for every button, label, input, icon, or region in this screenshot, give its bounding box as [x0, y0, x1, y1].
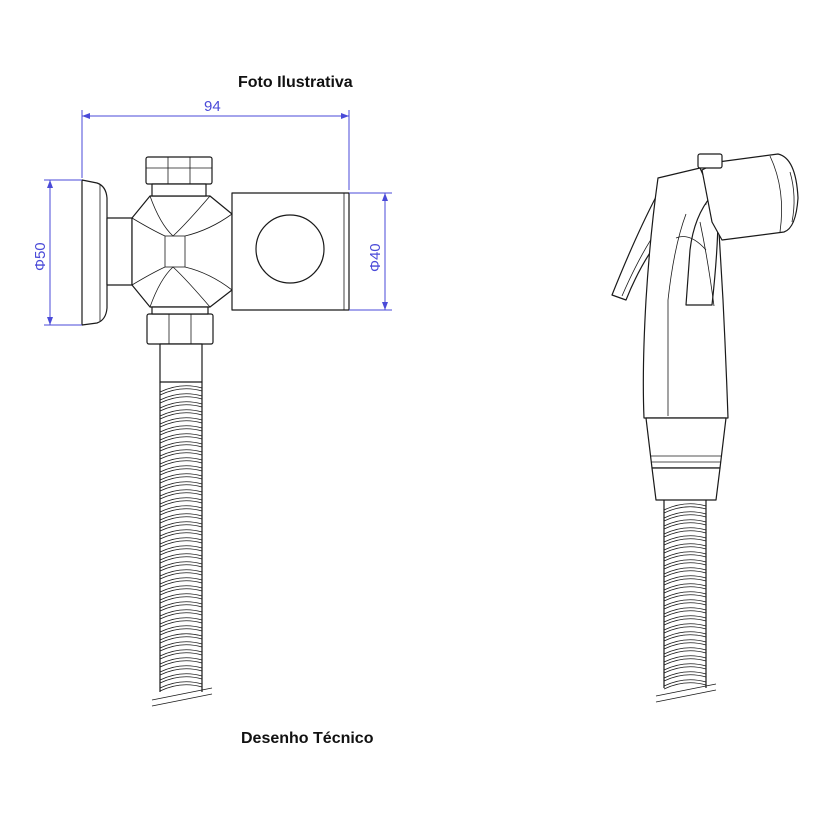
top-nut — [145, 156, 213, 185]
dimension-flange-diameter: Φ50 — [32, 179, 82, 326]
caption-desenho-tecnico: Desenho Técnico — [241, 730, 374, 747]
valve-drawing — [81, 156, 350, 707]
dimension-width: 94 — [81, 98, 350, 190]
shower-body — [642, 167, 729, 419]
handle-block — [231, 192, 350, 311]
dimension-flange-diameter-label: Φ50 — [32, 242, 49, 271]
caption-foto-ilustrativa: Foto Ilustrativa — [238, 74, 353, 91]
bottom-nut — [146, 313, 214, 345]
spray-head — [701, 153, 799, 241]
hand-shower-drawing — [611, 153, 799, 703]
valve-body — [131, 195, 233, 308]
dimension-body-diameter: Φ40 — [349, 192, 392, 311]
hose-ferrule — [159, 343, 203, 383]
dimension-body-diameter-label: Φ40 — [367, 243, 384, 272]
shower-collar — [645, 417, 727, 469]
valve-neck — [106, 217, 133, 286]
wall-flange — [81, 179, 108, 326]
braided-hose-left — [151, 382, 213, 707]
dimension-width-label: 94 — [204, 98, 221, 115]
handle-knob — [255, 214, 325, 284]
braided-hose-right — [655, 500, 717, 703]
